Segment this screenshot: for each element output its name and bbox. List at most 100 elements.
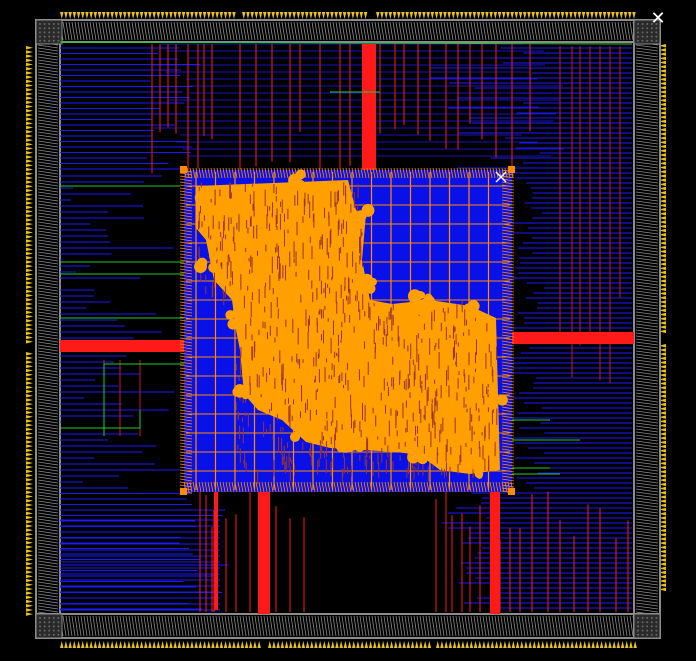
io-pin [127,12,131,19]
corner-dot [637,625,639,628]
io-pin [26,163,33,168]
io-pin [493,12,498,19]
core-ring-hatch [179,406,193,410]
core-ring-hatch [276,167,280,179]
pad-hatch [635,119,659,124]
pad-hatch [635,347,659,352]
io-pin [363,12,368,19]
core-ring-hatch [474,167,478,179]
io-pin [436,641,440,648]
io-pin [211,641,215,648]
io-pin [402,641,406,648]
io-pin [531,12,535,19]
io-pin [301,641,306,648]
core-ring-hatch [285,167,289,179]
pad-hatch [37,137,59,142]
pad-hatch [37,320,59,325]
pad-hatch [500,21,505,41]
core-ring-hatch [501,469,515,473]
io-pin [481,12,485,19]
pad-hatch [143,615,148,637]
pad-hatch [254,21,259,41]
pad-hatch [497,615,502,637]
pad-hatch [37,44,59,49]
pad-hatch [635,602,659,607]
pad-hatch [602,21,607,41]
io-pin [659,587,666,592]
core-ring-hatch [179,220,193,224]
io-pin [26,323,33,327]
core-ring-hatch [246,481,250,493]
cell-edge-bump [470,456,485,471]
core-ring-hatch [240,167,244,179]
io-pin [26,436,33,440]
core-ring-hatch [179,175,193,179]
io-pin [659,352,666,356]
pad-hatch [380,21,385,41]
pad-hatch [392,21,397,41]
close-icon[interactable]: ✕ [650,8,666,29]
pad-hatch [314,21,319,41]
core-ring-hatch [501,232,515,236]
core-ring-hatch [501,334,515,338]
io-pin [215,641,219,648]
io-pin [169,641,173,648]
pad-hatch [635,533,659,538]
pad-hatch [173,615,178,637]
io-pin [659,237,666,241]
pad-hatch [533,21,538,41]
io-pin [659,312,666,317]
core-ring-hatch [179,481,193,485]
pad-hatch [497,21,502,41]
pad-hatch [362,615,367,637]
io-pin [659,52,666,56]
core-ring-hatch [179,379,193,383]
pad-hatch [326,21,331,41]
io-pin [219,12,224,19]
pad-hatch [368,21,373,41]
pad-hatch [110,21,115,41]
pad-hatch [37,158,59,163]
pad-hatch [563,615,568,637]
pad-hatch [608,21,613,41]
core-ring-hatch [179,313,193,317]
core-ring-hatch [213,481,217,493]
io-pin [659,186,666,191]
pad-hatch [482,615,487,637]
io-pin [26,319,33,323]
pad-hatch [212,21,217,41]
io-pin [26,100,33,105]
pad-hatch [125,21,130,41]
pad-hatch [626,21,631,41]
pad-hatch [37,449,59,454]
pad-hatch [37,107,59,112]
corner-dot [650,617,653,619]
pad-hatch [140,615,145,637]
corner-dot [655,617,658,619]
io-pin [280,641,285,648]
io-pin [173,641,177,648]
core-ring-hatch [192,167,196,179]
io-pin [253,641,257,648]
pad-hatch [37,608,59,613]
corner-dot [650,31,653,34]
io-pin [26,306,33,310]
io-pin [181,641,186,648]
io-pin [26,473,33,478]
core-ring-hatch [501,409,515,413]
io-pin [26,235,33,239]
io-pin [64,12,68,19]
io-pin [494,641,499,648]
io-pin [160,641,165,648]
io-pin [135,641,140,648]
io-pin [223,641,228,648]
pad-hatch [566,21,571,41]
pad-hatch [37,455,59,460]
corner-dot [52,31,55,34]
pad-hatch [530,615,535,637]
pad-hatch [467,615,472,637]
io-pin [26,125,33,130]
io-pin [26,180,33,184]
io-pin [289,641,293,648]
